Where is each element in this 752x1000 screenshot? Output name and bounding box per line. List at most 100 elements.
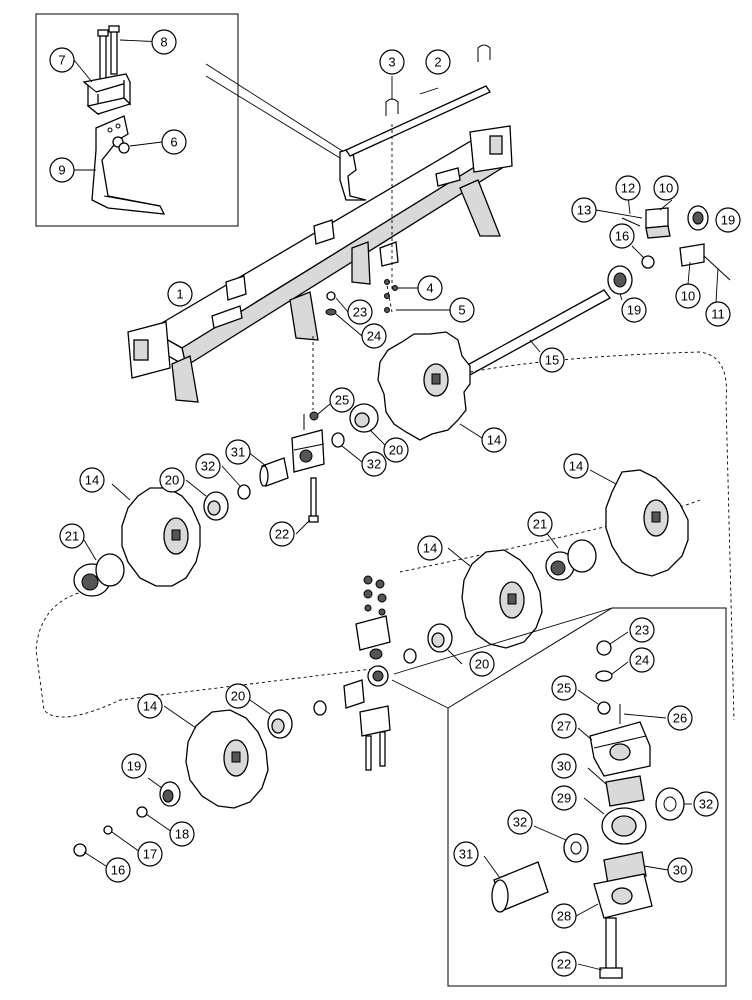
callout-26: 26: [667, 705, 693, 731]
svg-text:32: 32: [513, 815, 527, 830]
hardware-4-5: [384, 279, 450, 313]
svg-text:13: 13: [577, 203, 591, 218]
spool-right-group: [545, 531, 597, 581]
callout-28: 28: [551, 903, 577, 929]
gang-shaft: [461, 289, 611, 377]
svg-text:32: 32: [367, 457, 381, 472]
callout-18: 18: [169, 821, 195, 847]
callout-13: 13: [571, 197, 597, 223]
callout-1: 1: [167, 281, 193, 307]
callout-20: 20: [469, 651, 495, 677]
svg-text:8: 8: [160, 35, 167, 50]
callout-3: 3: [379, 49, 405, 75]
scraper-bracket-group: [595, 195, 731, 303]
callout-21: 21: [527, 511, 553, 537]
svg-text:25: 25: [557, 681, 571, 696]
callout-31: 31: [225, 439, 251, 465]
callout-14: 14: [137, 693, 163, 719]
callout-bubbles: 8 7 6 9 3 2 1 4 5 23 24 12 10 13 19 16 1…: [49, 29, 741, 977]
callout-17: 17: [137, 841, 163, 867]
svg-text:24: 24: [635, 653, 649, 668]
callout-22: 22: [551, 951, 577, 977]
callout-32: 32: [693, 791, 719, 817]
svg-text:17: 17: [143, 847, 157, 862]
callout-19: 19: [621, 297, 647, 323]
hanger-exploded-lower: [249, 575, 613, 771]
disc-blade-right: [589, 469, 689, 577]
svg-text:28: 28: [557, 909, 571, 924]
svg-text:29: 29: [557, 791, 571, 806]
callout-16: 16: [609, 223, 635, 249]
callout-25: 25: [329, 387, 355, 413]
callout-15: 15: [539, 347, 565, 373]
callout-10: 10: [653, 175, 679, 201]
callout-9: 9: [49, 157, 75, 183]
svg-text:12: 12: [621, 181, 635, 196]
svg-text:11: 11: [711, 307, 725, 322]
callout-21: 21: [59, 523, 85, 549]
svg-text:14: 14: [423, 541, 437, 556]
callout-32: 32: [507, 809, 533, 835]
svg-text:30: 30: [673, 863, 687, 878]
callout-5: 5: [449, 297, 475, 323]
callout-24: 24: [629, 647, 655, 673]
svg-text:16: 16: [615, 229, 629, 244]
svg-text:2: 2: [434, 55, 441, 70]
callout-30: 30: [551, 753, 577, 779]
callout-29: 29: [551, 785, 577, 811]
callout-12: 12: [615, 175, 641, 201]
callout-32: 32: [195, 453, 221, 479]
spool-upper: [331, 403, 387, 463]
callout-11: 11: [705, 301, 731, 327]
callout-2: 2: [425, 49, 451, 75]
disc-blade-upper: [377, 331, 483, 441]
callout-19: 19: [121, 753, 147, 779]
svg-text:32: 32: [201, 459, 215, 474]
svg-text:3: 3: [388, 55, 395, 70]
spool-left-group: [73, 465, 251, 597]
callout-14: 14: [79, 467, 105, 493]
svg-text:20: 20: [231, 689, 245, 704]
svg-text:6: 6: [170, 135, 177, 150]
callout-16: 16: [105, 857, 131, 883]
callout-19: 19: [715, 207, 741, 233]
svg-text:19: 19: [127, 759, 141, 774]
main-frame: [127, 125, 513, 403]
svg-text:19: 19: [627, 303, 641, 318]
svg-text:21: 21: [65, 529, 79, 544]
svg-text:14: 14: [569, 459, 583, 474]
svg-text:7: 7: [58, 53, 65, 68]
svg-text:15: 15: [545, 353, 559, 368]
svg-text:10: 10: [659, 181, 673, 196]
callout-7: 7: [49, 47, 75, 73]
svg-text:20: 20: [389, 443, 403, 458]
svg-text:18: 18: [175, 827, 189, 842]
svg-text:22: 22: [557, 957, 571, 972]
bearing-hanger-center: [247, 403, 331, 535]
svg-text:21: 21: [533, 517, 547, 532]
callout-20: 20: [159, 467, 185, 493]
callout-4: 4: [417, 275, 443, 301]
callout-22: 22: [269, 521, 295, 547]
svg-text:23: 23: [353, 305, 367, 320]
svg-text:22: 22: [275, 527, 289, 542]
svg-text:20: 20: [165, 473, 179, 488]
disc-blade-bottom: [163, 705, 269, 809]
callout-32: 32: [361, 451, 387, 477]
svg-text:1: 1: [176, 287, 183, 302]
svg-text:23: 23: [635, 623, 649, 638]
callout-23: 23: [629, 617, 655, 643]
callout-20: 20: [225, 683, 251, 709]
svg-text:19: 19: [721, 213, 735, 228]
callout-14: 14: [481, 427, 507, 453]
svg-text:14: 14: [143, 699, 157, 714]
svg-text:14: 14: [487, 433, 501, 448]
callout-14: 14: [563, 453, 589, 479]
callout-14: 14: [417, 535, 443, 561]
svg-text:20: 20: [475, 657, 489, 672]
svg-text:31: 31: [459, 847, 473, 862]
end-hardware-bottom: [73, 777, 181, 867]
shank-detail-box: [35, 13, 239, 227]
svg-text:31: 31: [231, 445, 245, 460]
